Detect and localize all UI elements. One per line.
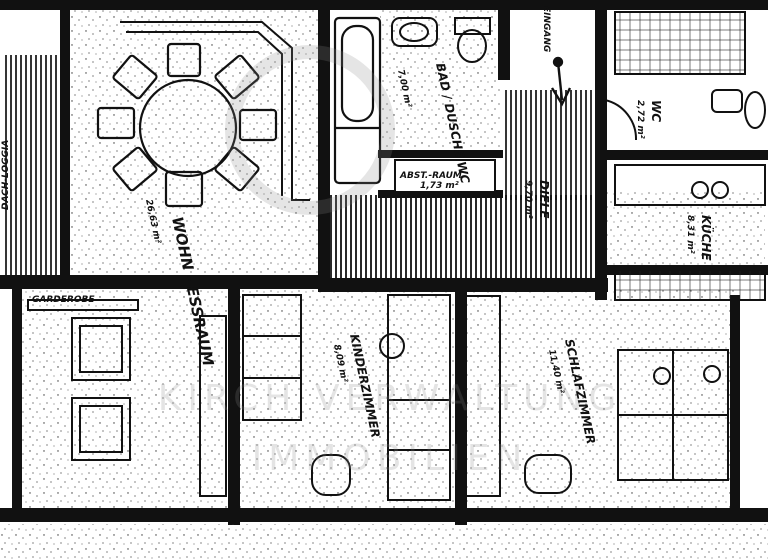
hall-hatch	[330, 195, 600, 285]
wc-area: 2,72 m²	[635, 100, 645, 139]
kitchen-floor	[600, 190, 765, 270]
loggia-hatch	[2, 55, 57, 275]
living-floor	[70, 10, 320, 280]
hall-area: 9,70 m²	[523, 180, 533, 219]
child-furniture	[242, 294, 451, 501]
hob-icon	[711, 181, 729, 199]
watermark: KIRCH VERWALTUNG IMMOBILIEN	[158, 45, 623, 479]
bedroom-furniture	[463, 295, 729, 497]
washbasin-icon	[391, 17, 438, 47]
living-counter	[120, 21, 310, 201]
kitchen-worktop	[614, 164, 766, 206]
wc-label: WC	[649, 100, 663, 122]
hall-hatch-upper	[505, 90, 600, 200]
watermark-line2: IMMOBILIEN	[252, 438, 529, 479]
loggia-label: DACH-LOGGIA	[1, 140, 11, 210]
kitchen-counter-grid	[614, 11, 746, 75]
bathtub-icon	[333, 16, 382, 185]
wardrobe-cabinets	[27, 299, 227, 497]
kitchen-window	[614, 269, 766, 301]
storage-room-box	[394, 159, 496, 193]
bedroom-floor	[460, 290, 735, 515]
watermark-line1: KIRCH VERWALTUNG	[158, 378, 623, 419]
wc-toilet-icon	[711, 89, 766, 129]
dining-table-icon	[96, 42, 278, 208]
toilet-icon	[454, 17, 491, 63]
entrance-arrow-icon	[550, 56, 572, 107]
entrance-label: EINGANG	[541, 6, 551, 52]
storage-area: 1,73 m²	[420, 181, 459, 191]
wardrobe-label: GARDEROBE	[32, 295, 95, 305]
kitchen-label: KÜCHE	[699, 215, 714, 261]
kitchen-area: 8,31 m²	[685, 215, 695, 254]
storage-label: ABST.-RAUM	[399, 171, 462, 181]
ground-strip	[0, 524, 768, 560]
hall-label: DIELE	[537, 180, 551, 219]
hob-icon	[691, 181, 709, 199]
wc-door-swing	[604, 99, 638, 141]
